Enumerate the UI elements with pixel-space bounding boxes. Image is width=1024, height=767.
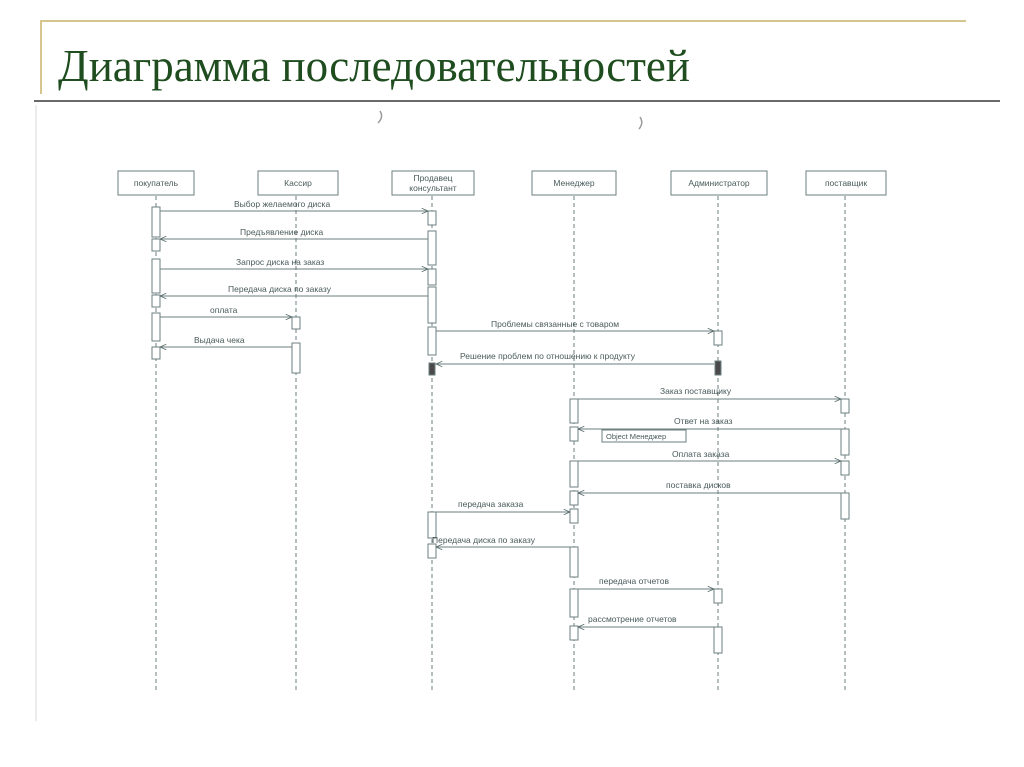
activation-bar [151,346,161,360]
actor-buyer-label: покупатель [134,178,179,188]
message-label: Ответ на заказ [674,416,733,426]
activation-bar [291,342,301,374]
actor-manager-label: Менеджер [553,178,595,188]
activation-bar [151,258,161,294]
actor-seller-label-line2: консультант [409,183,456,193]
sequence-diagram: покупатель Кассир Продавец консультант М… [34,103,1000,723]
activation-bar [151,294,161,308]
activation-bar [713,588,723,604]
actor-supplier-box [805,170,887,196]
activation-bar [151,206,161,238]
activation-bar [427,286,437,324]
activation-bar [428,362,436,376]
slide-title: Диаграмма последовательностей [58,41,690,91]
actor-admin-box [670,170,768,196]
activation-bar [427,511,437,539]
message-label: оплата [210,305,238,315]
activation-bar [714,360,722,376]
activation-bar [713,626,723,654]
title-frame-left-line [40,20,42,94]
activation-bar [569,460,579,488]
title-underline [34,100,1000,102]
message-label: передача заказа [458,499,524,509]
activation-bar [427,326,437,356]
message-label: Запрос диска на заказ [236,257,324,267]
message-label: Выбор желаемого диска [234,199,330,209]
message-label: Передача диска по заказу [228,284,332,294]
actor-cashier-label: Кассир [284,178,312,188]
activation-bar [840,428,850,456]
activation-bar [427,230,437,266]
diagram-scan-background [34,103,1000,723]
activation-bar [151,312,161,342]
activation-bar [713,330,723,346]
activation-bar [569,625,579,641]
actor-buyer-box [117,170,195,196]
activation-bar [569,588,579,618]
object-note-box [601,429,687,443]
actor-cashier-box [257,170,339,196]
activation-bar [569,490,579,506]
actor-supplier-label: поставщик [825,178,867,188]
activation-bar [569,426,579,442]
activation-bar [427,268,437,286]
actor-seller-box [391,170,475,196]
activation-bar [840,492,850,520]
message-label: передача отчетов [599,576,669,586]
message-label: Предъявление диска [240,227,323,237]
message-label: Выдача чека [194,335,245,345]
activation-bar [427,210,437,226]
message-label: рассмотрение отчетов [588,614,677,624]
message-label: Решение проблем по отношению к продукту [460,351,636,361]
activation-bar [569,398,579,424]
activation-bar [427,543,437,559]
scan-mark [638,116,643,130]
title-frame-top-line [40,20,966,22]
message-label: Передача диска по заказу [432,535,536,545]
message-label: Оплата заказа [672,449,730,459]
scan-mark [377,110,383,124]
actor-manager-box [531,170,617,196]
actor-admin-label: Администратор [688,178,750,188]
activation-bar [569,508,579,524]
message-label: Заказ поставщику [660,386,732,396]
message-label: поставка дисков [666,480,731,490]
message-label: Проблемы связанные с товаром [491,319,619,329]
activation-bar [291,316,301,330]
message-arrows [160,211,841,627]
activation-bar [151,238,161,252]
activation-bar [840,398,850,414]
activation-bar [569,546,579,578]
object-note-label: Object Менеджер [606,432,666,441]
activation-bar [840,460,850,476]
actor-seller-label-line1: Продавец [413,173,452,183]
